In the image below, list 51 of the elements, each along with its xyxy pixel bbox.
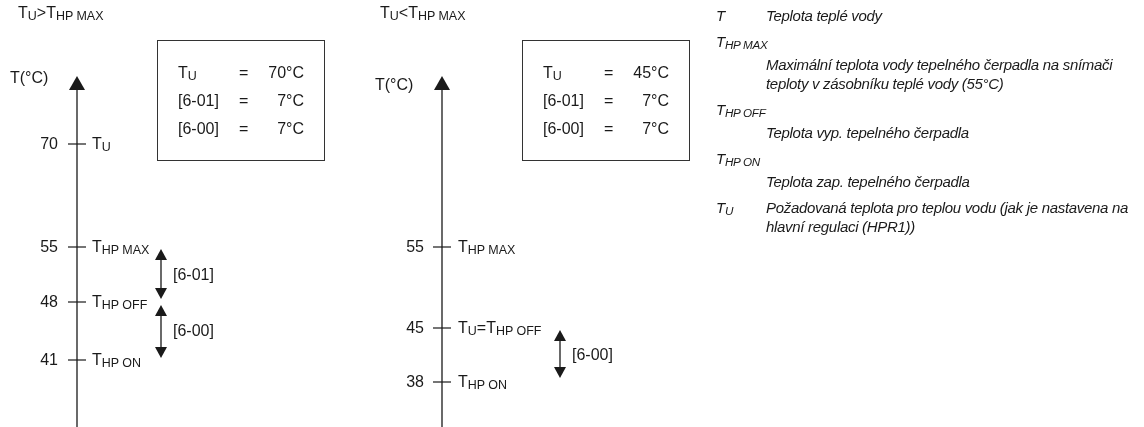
- tick-value: 55: [40, 238, 58, 256]
- parameter-value: 7°C: [641, 119, 669, 138]
- parameter-box: [522, 40, 690, 161]
- tick-value: 45: [406, 319, 424, 337]
- tick-value: 48: [40, 293, 58, 311]
- tick-label: T$_{HP MAX}$: [92, 238, 150, 256]
- parameter-name: T$_{U}$: [543, 63, 563, 82]
- legend-description: Teplota zap. tepelného čerpadla: [766, 172, 971, 191]
- tick-value: 55: [406, 238, 424, 256]
- condition-label: T$_{U}$>T$_{HP MAX}$: [18, 4, 104, 22]
- tick-value: 70: [40, 135, 58, 153]
- legend-description: Požadovaná teplota pro teplou vodu (jak je nastavena na hlavní regulaci (HPR1)): [766, 198, 1130, 236]
- parameter-name: T$_{U}$: [178, 63, 198, 82]
- equals-sign: =: [603, 63, 614, 82]
- dimension-label: [6-00]: [173, 322, 214, 340]
- parameter-value: 45°C: [633, 63, 669, 82]
- tick-label: T$_{U}$: [92, 135, 111, 153]
- legend-description: Teplota teplé vody: [766, 6, 884, 25]
- parameter-box: [157, 40, 325, 161]
- tick-label: T$_{HP OFF}$: [92, 293, 148, 311]
- tick-label: T$_{HP ON}$: [458, 373, 508, 391]
- parameter-name: [6-01]: [543, 91, 584, 110]
- dimension-label: [6-00]: [572, 346, 613, 364]
- legend-symbol: T$_{HP ON}$: [716, 149, 760, 168]
- equals-sign: =: [238, 119, 249, 138]
- equals-sign: =: [238, 63, 249, 82]
- legend-symbol: T$_{HP MAX}$: [716, 32, 768, 51]
- parameter-value: 7°C: [641, 91, 669, 110]
- legend-symbol: T$_{U}$: [716, 198, 735, 220]
- equals-sign: =: [603, 119, 614, 138]
- tick-label: T$_{HP ON}$: [92, 351, 142, 369]
- legend-symbol: T$_{HP OFF}$: [716, 100, 766, 119]
- tick-value: 38: [406, 373, 424, 391]
- equals-sign: =: [238, 91, 249, 110]
- axis-label: T(°C): [10, 69, 49, 87]
- parameter-name: [6-00]: [543, 119, 584, 138]
- parameter-name: [6-00]: [178, 119, 219, 138]
- dimension-label: [6-01]: [173, 266, 214, 284]
- axis-label: T(°C): [375, 76, 414, 94]
- parameter-value: 7°C: [276, 91, 304, 110]
- parameter-value: 7°C: [276, 119, 304, 138]
- legend-description: Maximální teplota vody tepelného čerpadla na snímači teploty v zásobníku teplé vody (55°C): [766, 55, 1114, 93]
- tick-label: T$_{HP MAX}$: [458, 238, 516, 256]
- parameter-value: 70°C: [268, 63, 304, 82]
- condition-label: T$_{U}$<T$_{HP MAX}$: [380, 4, 466, 22]
- legend-description: Teplota vyp. tepelného čerpadla: [766, 123, 970, 142]
- parameter-name: [6-01]: [178, 91, 219, 110]
- tick-label: T$_{U}$=T$_{HP OFF}$: [458, 319, 542, 337]
- equals-sign: =: [603, 91, 614, 110]
- tick-value: 41: [40, 351, 58, 369]
- legend-symbol: T: [716, 6, 727, 25]
